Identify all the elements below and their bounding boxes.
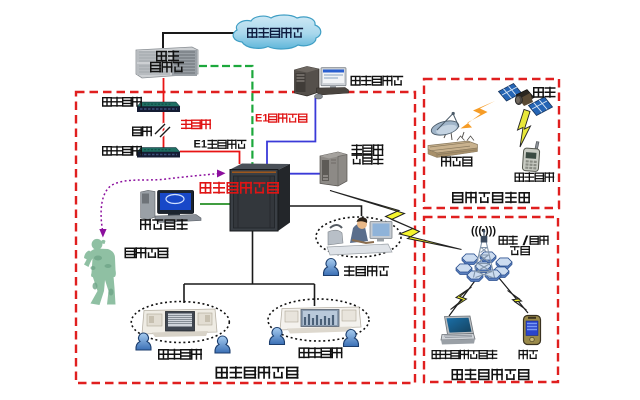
svg-text:E1: E1	[255, 113, 268, 125]
svg-text:E1: E1	[194, 139, 207, 151]
